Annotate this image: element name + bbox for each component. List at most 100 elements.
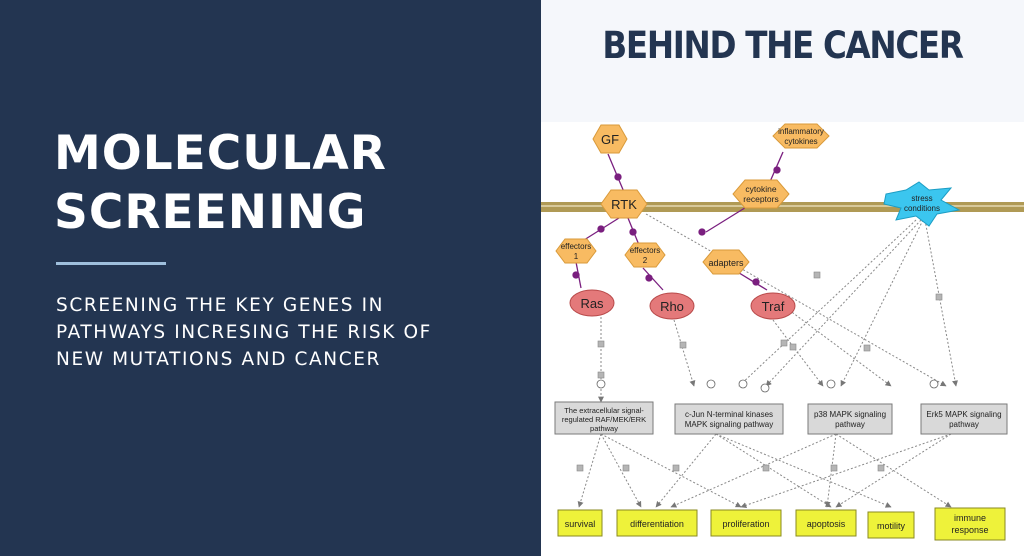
headline-line-1: MOLECULAR <box>54 126 387 181</box>
node-effectors-2-label-2: 2 <box>643 256 648 265</box>
node-effectors-1: effectors 1 <box>555 238 597 264</box>
node-adapters-shape <box>702 249 750 275</box>
outcome-motility: motility <box>867 511 915 539</box>
link-gf-rtk <box>607 153 625 193</box>
left-panel: MOLECULAR SCREENING SCREENING THE KEY GE… <box>0 0 541 556</box>
arrow-rtk-erk5 <box>645 213 947 387</box>
link-dot <box>629 228 637 236</box>
right-title: BEHIND THE CANCER <box>602 24 964 67</box>
plus-markers <box>596 379 939 393</box>
marker-square <box>877 464 885 472</box>
marker-square <box>672 464 680 472</box>
outcome-proliferation-box <box>710 509 782 537</box>
pathway-erk-box <box>554 401 654 435</box>
outcome-apoptosis-box <box>795 509 857 537</box>
node-gf-shape <box>592 124 628 154</box>
plus-icon <box>929 379 939 389</box>
link-dot <box>752 278 760 286</box>
outcome-immune-label-1: immune <box>954 513 986 523</box>
subtext-line-3: NEW MUTATIONS AND CANCER <box>56 349 381 370</box>
outcome-immune-box <box>934 507 1006 541</box>
pathway-p38-box <box>807 403 893 435</box>
node-gf-label: GF <box>601 132 619 147</box>
marker-square <box>789 343 797 351</box>
headline-line-2: SCREENING <box>54 185 367 240</box>
outcome-immune-label-2: response <box>951 525 988 535</box>
cell-membrane-highlight <box>541 205 1024 207</box>
node-stress-shape <box>883 181 961 227</box>
outcome-proliferation-label: proliferation <box>722 519 769 529</box>
outcome-differentiation: differentiation <box>616 509 698 537</box>
arrow-erk5-proliferation <box>740 433 952 509</box>
outcome-survival: survival <box>557 509 603 537</box>
node-traf: Traf <box>750 292 796 320</box>
node-rtk: RTK <box>600 189 648 219</box>
pathway-erk-label-3: pathway <box>590 424 618 433</box>
marker-square <box>813 271 821 279</box>
arrow-stress-jnk <box>738 219 917 387</box>
marker-square <box>780 339 788 347</box>
arrow-stress-erk5 <box>924 219 958 387</box>
marker-square <box>863 344 871 352</box>
node-cytokine-receptors: cytokine receptors <box>732 179 790 209</box>
pathway-erk: The extracellular signal- regulated RAF/… <box>554 401 654 435</box>
arrow-jnk-motility <box>715 433 892 508</box>
plus-icon <box>738 379 748 389</box>
pathway-erk-label-1: The extracellular signal- <box>564 406 644 415</box>
node-stress-label-2: conditions <box>904 204 940 213</box>
pathway-diagram: GF inflammatory cytokines RTK cytokine r… <box>541 122 1024 556</box>
pathway-erk-label-2: regulated RAF/MEK/ERK <box>562 415 646 424</box>
pathway-p38: p38 MAPK signaling pathway <box>807 403 893 435</box>
node-traf-label: Traf <box>762 299 785 314</box>
outcome-proliferation: proliferation <box>710 509 782 537</box>
node-effectors-2-label-1: effectors <box>630 246 661 255</box>
marker-square <box>622 464 630 472</box>
node-effectors-1-label-1: effectors <box>561 242 592 251</box>
arrow-erk-differentiation <box>600 433 642 508</box>
pathway-jnk: c-Jun N-terminal kinases MAPK signaling … <box>674 403 784 435</box>
marker-square <box>830 464 838 472</box>
subtext: SCREENING THE KEY GENES IN PATHWAYS INCR… <box>56 292 486 373</box>
node-inflammatory-label-2: cytokines <box>784 137 817 146</box>
headline: MOLECULAR SCREENING <box>54 124 387 242</box>
pathway-erk5-label-1: Erk5 MAPK signaling <box>926 410 1001 419</box>
arrow-rho-jnk <box>673 319 696 387</box>
plus-icon <box>596 379 606 389</box>
marker-square <box>597 371 605 379</box>
link-dot <box>597 225 605 233</box>
right-panel: BEHIND THE CANCER <box>541 0 1024 556</box>
pathway-diagram-svg: GF inflammatory cytokines RTK cytokine r… <box>541 123 1024 541</box>
node-traf-shape <box>750 292 796 320</box>
outcome-immune-response: immune response <box>934 507 1006 541</box>
plus-icon <box>760 383 770 393</box>
node-rtk-shape <box>600 189 648 219</box>
arrow-jnk-apoptosis <box>715 433 832 508</box>
node-gf: GF <box>592 124 628 154</box>
outcome-motility-box <box>867 511 915 539</box>
arrow-p38-differentiation <box>670 433 837 508</box>
node-rtk-label: RTK <box>611 197 637 212</box>
pathway-jnk-label-2: MAPK signaling pathway <box>685 420 774 429</box>
node-adapters-label: adapters <box>708 258 744 268</box>
node-stress-label-1: stress <box>911 194 932 203</box>
node-rho-label: Rho <box>660 299 684 314</box>
outcome-differentiation-label: differentiation <box>630 519 684 529</box>
link-cytokine-adapters <box>705 205 749 233</box>
marker-square <box>597 340 605 348</box>
pathway-jnk-box <box>674 403 784 435</box>
arrow-traf-p38 <box>772 319 824 387</box>
link-dot <box>614 173 622 181</box>
outcome-apoptosis-label: apoptosis <box>807 519 846 529</box>
marker-square <box>762 464 770 472</box>
pathway-erk5: Erk5 MAPK signaling pathway <box>920 403 1008 435</box>
link-effectors2-rho <box>642 267 664 291</box>
binding-links <box>572 151 784 291</box>
node-inflammatory-label-1: inflammatory <box>778 127 824 136</box>
pathway-p38-label-2: pathway <box>835 420 865 429</box>
plus-icon <box>706 379 716 389</box>
outcome-differentiation-box <box>616 509 698 537</box>
pathway-erk5-box <box>920 403 1008 435</box>
outcome-survival-box <box>557 509 603 537</box>
node-cytokine-shape <box>732 179 790 209</box>
outcome-apoptosis: apoptosis <box>795 509 857 537</box>
